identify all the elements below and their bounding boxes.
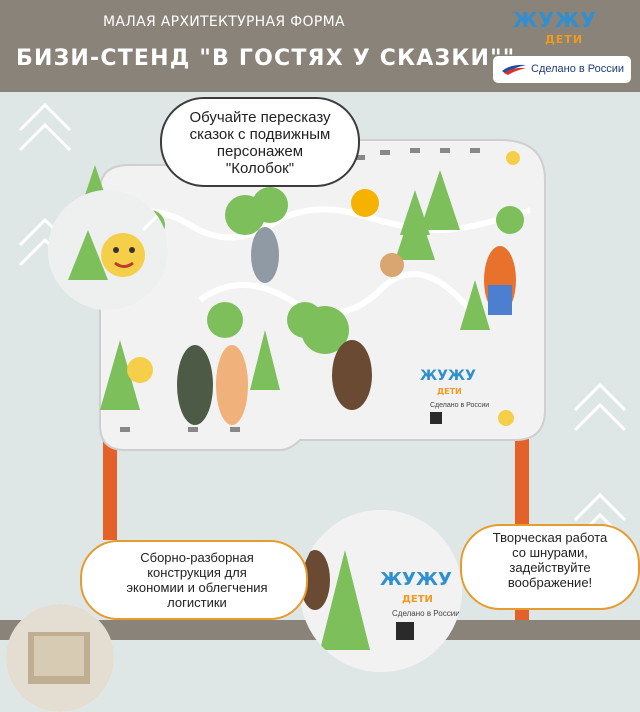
button-yellow <box>498 410 514 426</box>
zoom-board-corner: ЖУЖУ ДЕТИ Сделано в России <box>300 510 462 672</box>
zoom-made-in: Сделано в России <box>392 609 460 618</box>
character-grandpa <box>177 345 213 425</box>
lace-holes <box>120 148 480 432</box>
page-title: БИЗИ-СТЕНД "В ГОСТЯХ У СКАЗКИ"" <box>16 46 516 71</box>
callout-line: Сборно-разборная <box>140 550 254 565</box>
callout-line: задействуйте <box>509 560 591 575</box>
board-made-in: Сделано в России <box>430 402 489 409</box>
board-corner-zoom: ЖУЖУ ДЕТИ Сделано в России <box>300 510 462 672</box>
made-in-label: Сделано в России <box>531 63 625 75</box>
callout-line: персонажем <box>216 143 304 160</box>
callout-laces: Творческая работа со шнурами, задействуй… <box>460 524 640 610</box>
board-logo-word: ЖУЖУ <box>420 368 476 384</box>
callout-line: Обучайте пересказу <box>189 109 331 126</box>
zoom-logo-word: ЖУЖУ <box>380 569 452 590</box>
page-subtitle: МАЛАЯ АРХИТЕКТУРНАЯ ФОРМА <box>103 14 345 30</box>
made-in-russia-badge: Сделано в России <box>493 56 631 83</box>
character-bear <box>332 340 372 410</box>
kolobok-icon <box>127 357 153 383</box>
brand-logo: ЖУЖУ ДЕТИ <box>513 8 613 52</box>
flag-icon <box>502 64 526 75</box>
callout-line: Творческая работа <box>492 530 608 545</box>
character-grandma <box>216 345 248 425</box>
callout-line: воображение! <box>507 575 593 590</box>
callout-line: экономии и облегчения <box>126 580 268 595</box>
callout-line: со шнурами, <box>512 545 588 560</box>
package-icon <box>6 604 114 712</box>
logo-word: ЖУЖУ <box>513 8 597 32</box>
character-fox <box>484 246 516 315</box>
callout-line: конструкция для <box>147 565 247 580</box>
header-bar: МАЛАЯ АРХИТЕКТУРНАЯ ФОРМА БИЗИ-СТЕНД "В … <box>0 0 640 92</box>
logo-sub: ДЕТИ <box>545 33 584 46</box>
zoom-kolobok <box>48 190 168 310</box>
stand-leg-left <box>103 420 117 540</box>
button-yellow <box>506 151 520 165</box>
callout-assembly: Сборно-разборная конструкция для экономи… <box>80 540 308 620</box>
callout-line: логистики <box>167 595 227 610</box>
zoom-logo-sub: ДЕТИ <box>402 594 433 605</box>
board-logo-sub: ДЕТИ <box>437 387 462 396</box>
chevron-decor <box>18 102 627 542</box>
character-piglet <box>380 253 404 277</box>
callout-line: "Колобок" <box>225 160 295 177</box>
callout-kolobok: Обучайте пересказу сказок с подвижным пе… <box>160 97 360 187</box>
character-wolf <box>251 227 279 283</box>
zoom-packaging <box>6 604 114 712</box>
sun-icon <box>351 189 379 217</box>
board-logo: ЖУЖУ ДЕТИ Сделано в России <box>420 368 489 424</box>
callout-line: сказок с подвижным <box>189 126 331 143</box>
kolobok-zoom-icon <box>48 190 168 310</box>
